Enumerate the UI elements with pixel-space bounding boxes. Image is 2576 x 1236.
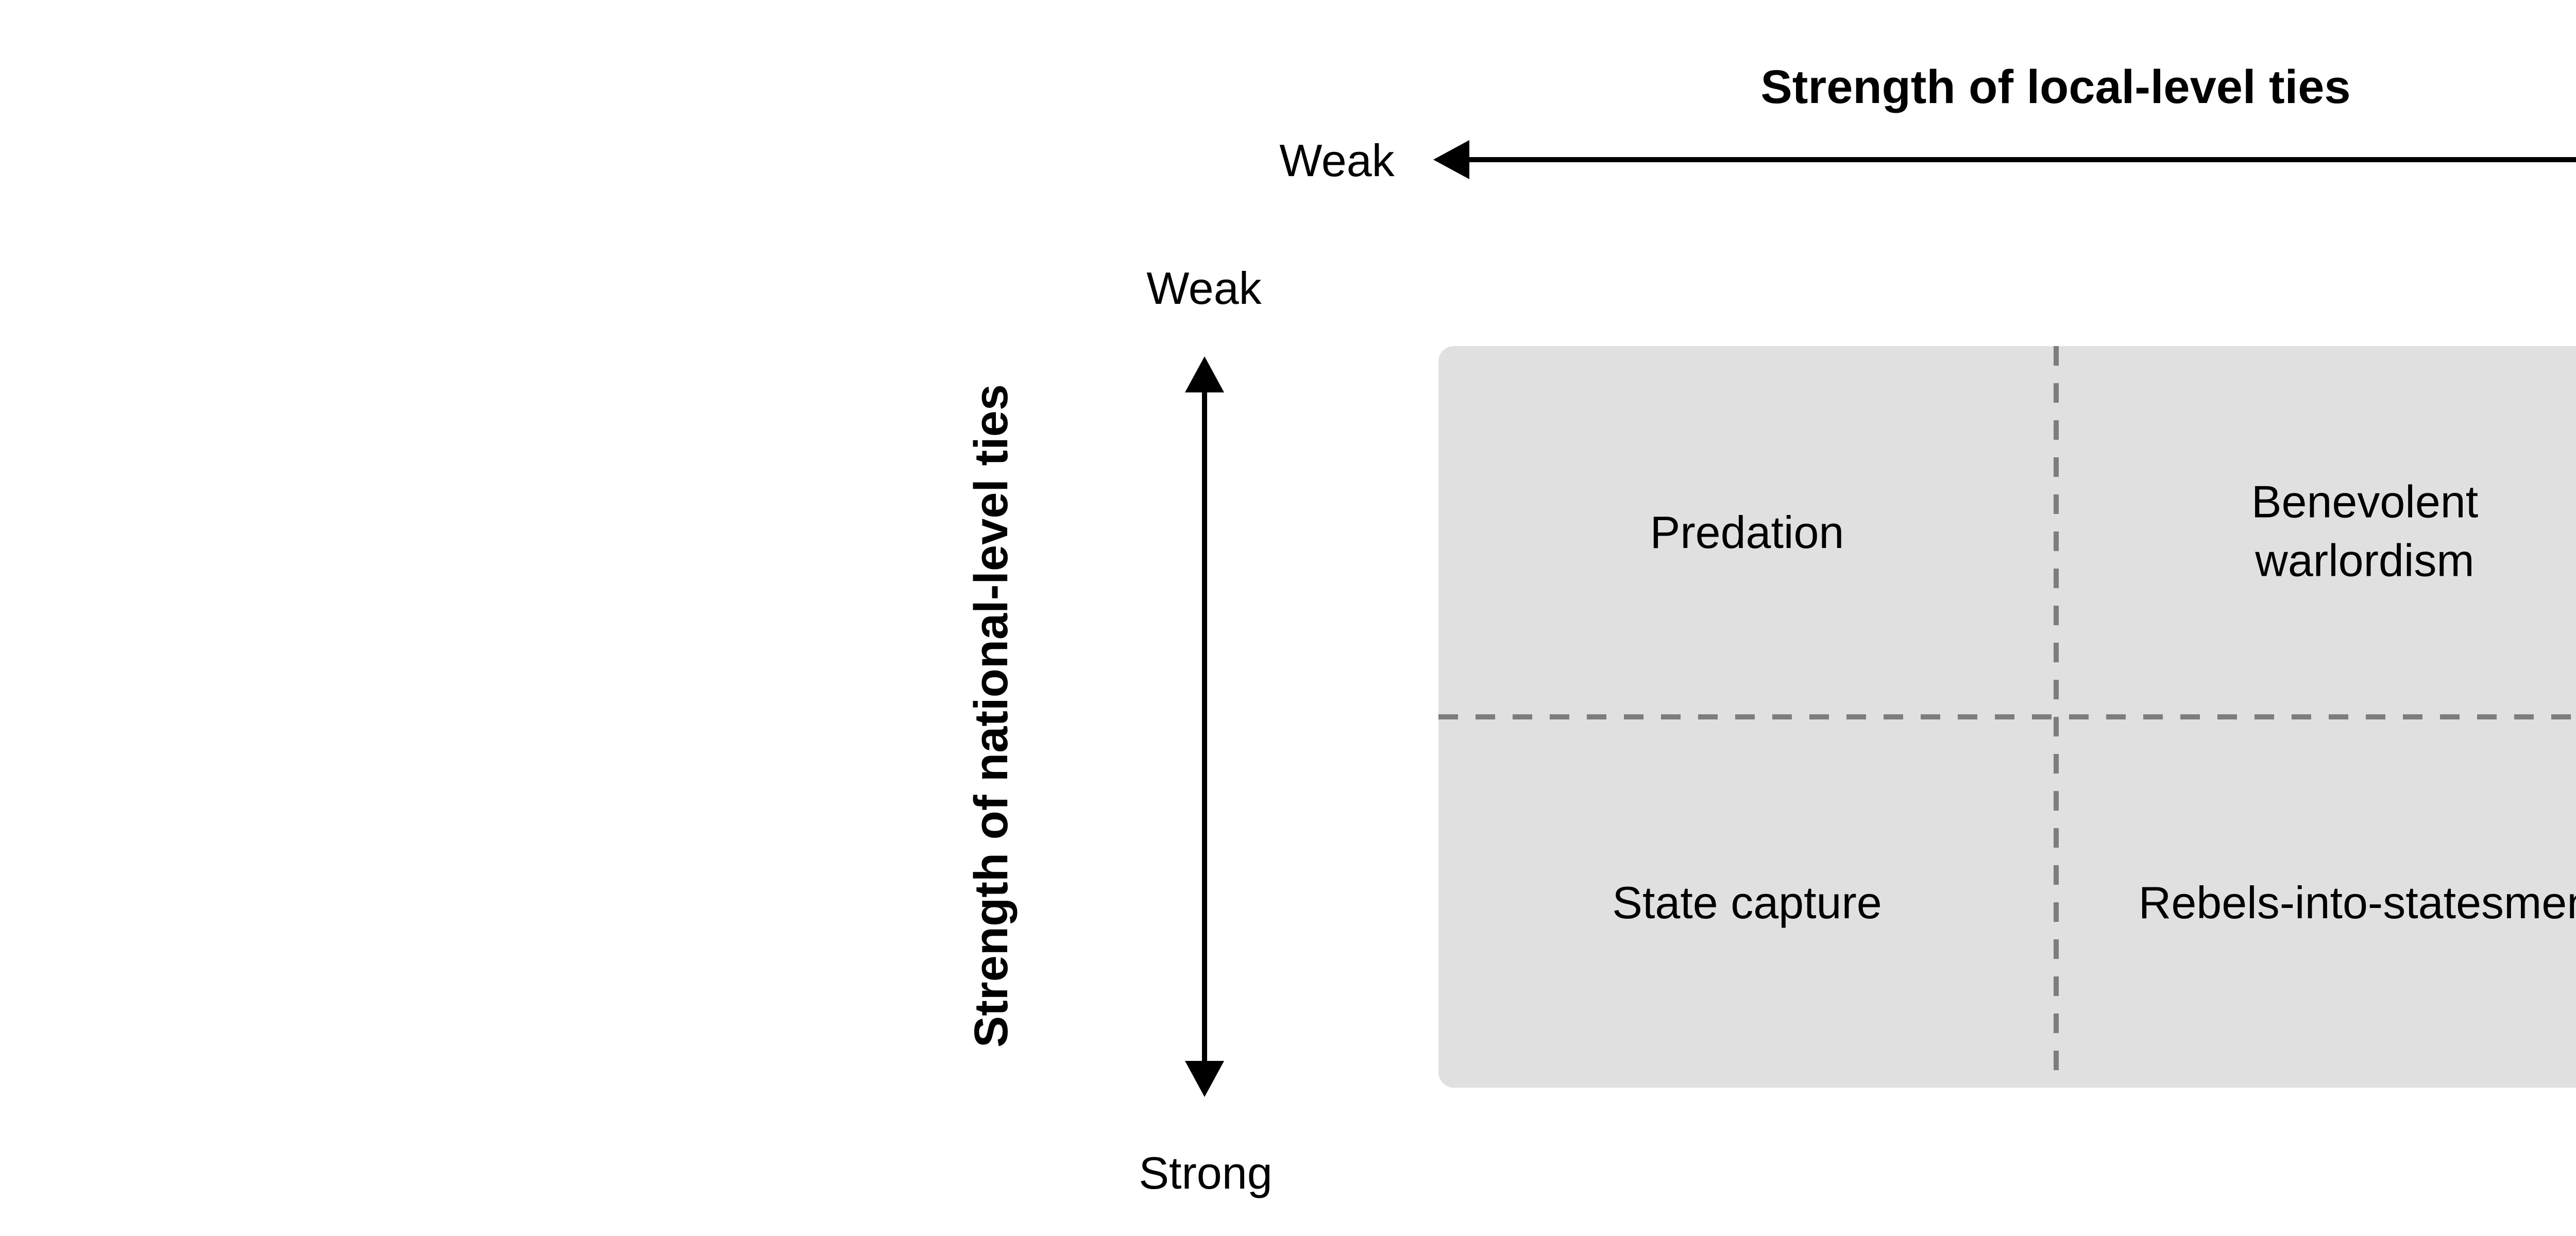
quadrant-label-state-capture: State capture (1612, 877, 1882, 928)
x-axis-weak-label: Weak (1279, 134, 1395, 186)
x-axis-title: Strength of local-level ties (1760, 61, 2351, 114)
quadrant-label-predation: Predation (1650, 506, 1844, 558)
quadrant-label-rebels-into-statesmen: Rebels-into-statesmen (2138, 877, 2576, 928)
y-axis-title: Strength of national-level ties (965, 384, 1018, 1048)
quadrant-label-benevolent-warlordism: Benevolent warlordism (2251, 473, 2478, 591)
quadrant-label-line1: Benevolent (2251, 476, 2479, 527)
x-axis-arrow-icon (1433, 140, 2576, 179)
y-axis-arrow-icon (1185, 356, 1224, 1097)
quadrant-label-line2: warlordism (2255, 535, 2475, 586)
y-axis-strong-label: Strong (1139, 1147, 1273, 1198)
y-axis-weak-label: Weak (1146, 262, 1262, 314)
